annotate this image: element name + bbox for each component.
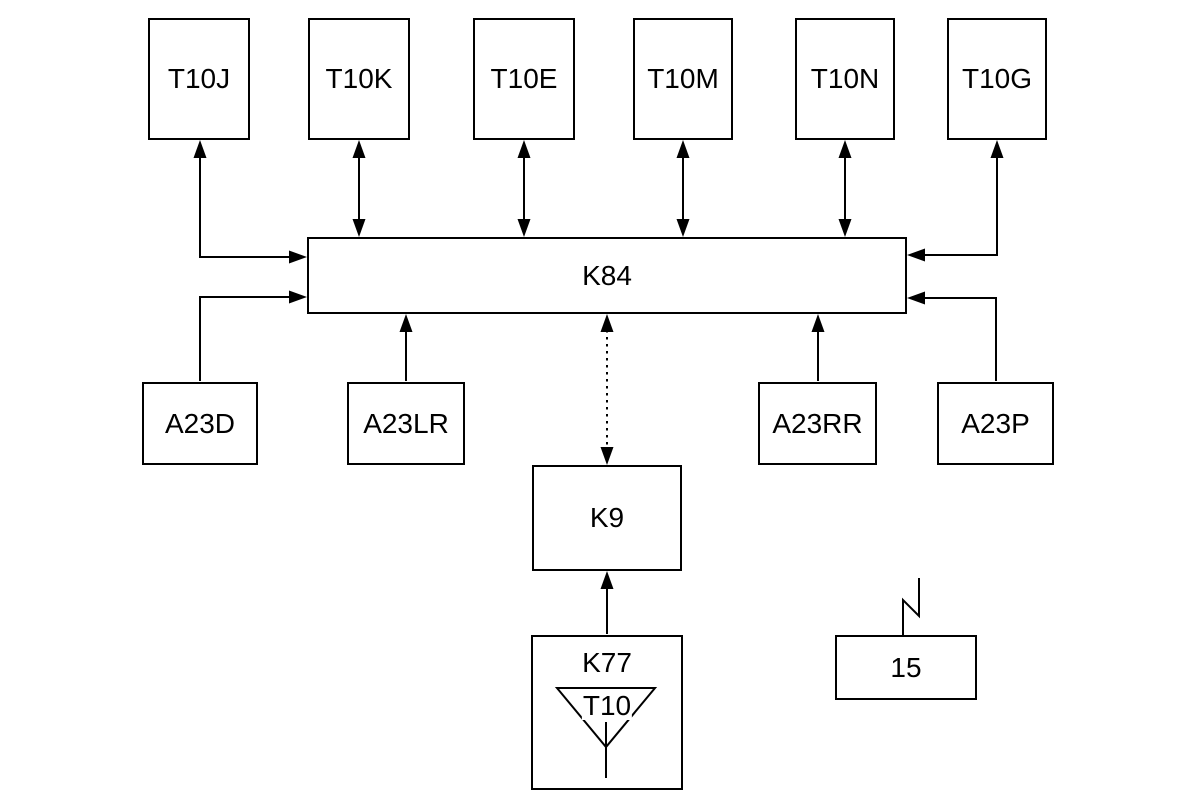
connector-k84-t10e [517,140,531,237]
node-k9: K9 [532,465,682,571]
antenna-t10-label: T10 [581,690,633,721]
connector-k77-k9 [600,571,614,634]
connector-k84-t10n [838,140,852,237]
connector-k84-k9-dashed [600,314,614,465]
node-a23p: A23P [937,382,1054,465]
node-15: 15 [835,635,977,700]
node-t10e: T10E [473,18,575,140]
node-t10e-label: T10E [490,63,558,94]
connector-a23p-k84 [907,291,997,381]
node-15-label: 15 [890,651,922,683]
node-t10k-label: T10K [325,63,393,94]
node-k84-label: K84 [582,259,632,291]
node-t10g: T10G [947,18,1047,140]
node-a23rr-label: A23RR [772,407,863,439]
node-t10g-label: T10G [961,63,1033,94]
connector-a23lr-k84 [399,314,413,381]
node-a23lr-label: A23LR [363,407,449,439]
interference-antenna-icon [902,578,920,635]
node-t10k: T10K [308,18,410,140]
node-t10j-label: T10J [167,63,231,94]
node-a23lr: A23LR [347,382,465,465]
node-k9-label: K9 [589,502,625,533]
node-t10n-label: T10N [810,63,880,94]
node-k84: K84 [307,237,907,314]
connector-k84-t10k [352,140,366,237]
node-a23d: A23D [142,382,258,465]
connector-k84-t10m [676,140,690,237]
node-t10j: T10J [148,18,250,140]
node-k77-label: K77 [582,647,632,678]
node-t10m: T10M [633,18,733,140]
node-a23rr: A23RR [758,382,877,465]
connector-k84-t10j [193,140,307,264]
connector-a23rr-k84 [811,314,825,381]
node-t10m-label: T10M [647,63,719,94]
node-t10n: T10N [795,18,895,140]
node-a23d-label: A23D [164,407,236,439]
connector-a23d-k84 [199,290,307,381]
connector-k84-t10g [907,140,1004,262]
node-a23p-label: A23P [961,407,1030,439]
